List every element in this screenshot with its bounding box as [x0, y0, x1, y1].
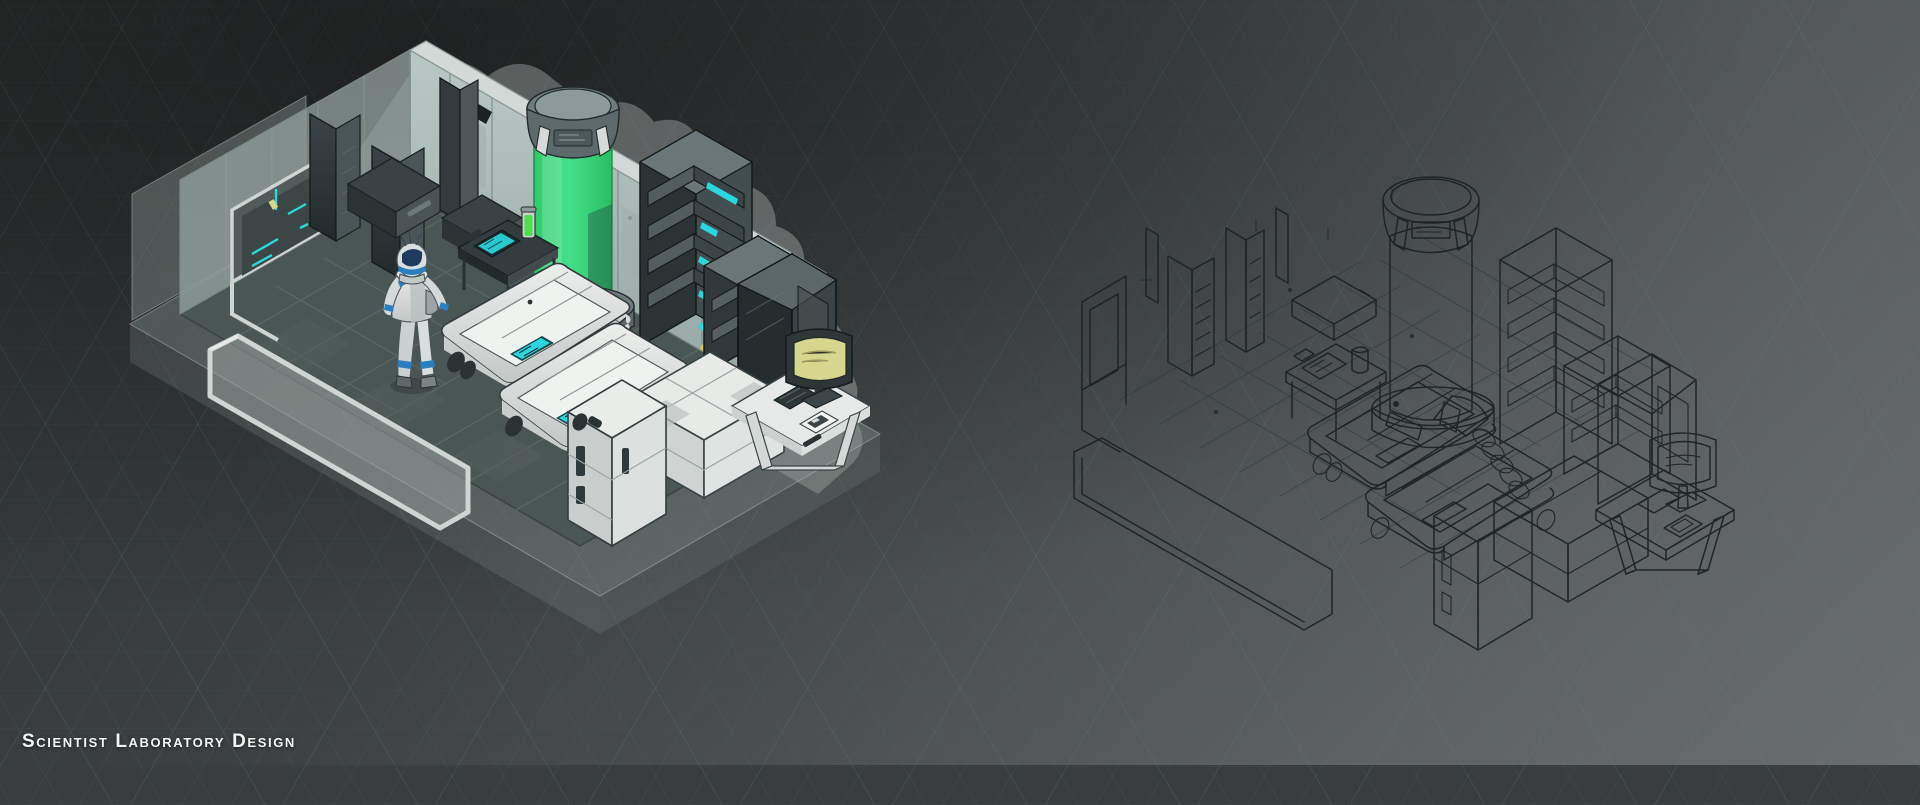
medical-pod-outline-b [1365, 428, 1556, 561]
rack-outline-tall [1499, 227, 1613, 445]
cabinet-clamp [572, 413, 602, 431]
rack-outline-short [1563, 335, 1671, 475]
monitor-outline [1649, 432, 1717, 513]
hood-outline [1291, 275, 1377, 341]
helmet-antenna [399, 230, 422, 247]
floor-rail-outline [1073, 437, 1333, 631]
overhead-hood [346, 157, 442, 240]
workstation-desk [730, 365, 872, 472]
wall-frame-outlines [1081, 275, 1127, 453]
tank-outline [1371, 176, 1495, 449]
floor-cabinet-outline [1597, 353, 1697, 505]
tall-cabinet-outline [1433, 483, 1533, 651]
scientist-figure [382, 230, 449, 394]
floor-tile-guides [1119, 235, 1661, 569]
tank-cap-module [526, 86, 620, 159]
green-vial [520, 206, 537, 239]
table-console-screen [473, 229, 521, 258]
lab-table-outline [1285, 343, 1387, 441]
colored-render-panel [110, 14, 1030, 714]
pod-a-display [510, 336, 554, 361]
olive-monitor [785, 328, 853, 409]
white-floor-cabinet [566, 379, 668, 548]
medical-pod-outline-a [1307, 364, 1497, 497]
keyboard [772, 384, 818, 410]
lab-table-console [456, 206, 560, 314]
desk-reader [798, 410, 840, 434]
crate-outline [1493, 455, 1649, 603]
floor-rail [207, 333, 471, 531]
lineart-render-panel [1060, 100, 1860, 660]
locker-columns-outline [1145, 207, 1289, 377]
page-title-tag: Scientist_Lab_Design [16, 11, 213, 30]
cyan-pipe-markings [251, 189, 309, 268]
desk-outline [1595, 469, 1735, 575]
page-caption: Scientist Laboratory Design [22, 731, 296, 752]
